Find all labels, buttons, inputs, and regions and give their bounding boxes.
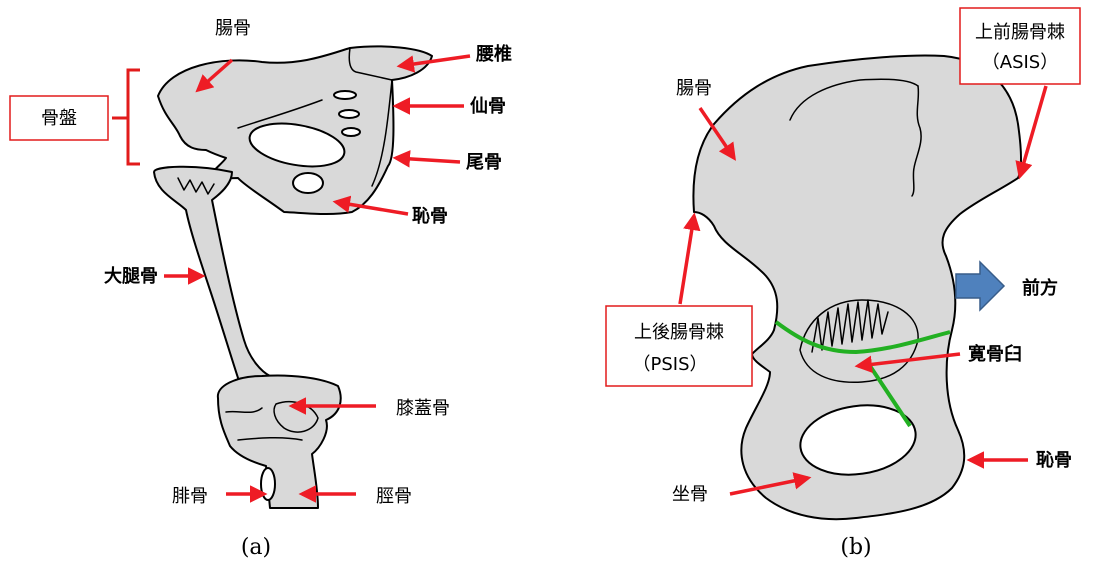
pelvis-bracket <box>112 70 140 164</box>
caption-b: (b) <box>840 535 871 560</box>
pubic-foramen-a <box>293 173 323 193</box>
label-tibia: 脛骨 <box>376 486 412 507</box>
label-ilium-b: 腸骨 <box>676 78 712 99</box>
anterior-direction-arrow <box>956 262 1004 310</box>
sacral-foramen-2 <box>339 110 359 118</box>
label-psis-line1: 上後腸骨棘 <box>634 322 724 343</box>
label-sacrum: 仙骨 <box>470 95 506 117</box>
label-asis-line2: （ASIS） <box>982 52 1058 73</box>
panel-a: 骨盤 腸骨 腰椎 仙骨 尾骨 恥骨 大腿骨 膝蓋骨 腓骨 脛骨 (a) <box>10 18 512 560</box>
label-ischium: 坐骨 <box>672 484 708 505</box>
label-psis-line2: （PSIS） <box>632 354 707 375</box>
label-anterior: 前方 <box>1022 277 1058 299</box>
label-pelvis: 骨盤 <box>41 108 77 129</box>
arrow-psis <box>680 216 694 304</box>
knee-bone <box>218 375 341 508</box>
label-pubis-a: 恥骨 <box>412 206 448 227</box>
label-pubis-b: 恥骨 <box>1036 450 1072 471</box>
caption-a: (a) <box>241 535 271 560</box>
label-lumbar: 腰椎 <box>475 43 512 65</box>
panel-b: 上前腸骨棘 （ASIS） 上後腸骨棘 （PSIS） 腸骨 前方 寛骨臼 坐骨 恥… <box>606 8 1080 560</box>
label-acetabulum: 寛骨臼 <box>968 343 1022 365</box>
label-femur: 大腿骨 <box>104 265 158 287</box>
sacral-foramen-1 <box>334 91 356 99</box>
sacral-foramen-3 <box>342 128 360 136</box>
label-fibula: 腓骨 <box>172 486 208 507</box>
label-patella: 膝蓋骨 <box>396 398 450 419</box>
arrow-coccyx <box>396 158 460 162</box>
label-asis-line1: 上前腸骨棘 <box>975 22 1065 43</box>
arrow-asis <box>1020 86 1046 176</box>
label-coccyx: 尾骨 <box>466 152 502 173</box>
label-ilium-a: 腸骨 <box>215 18 251 39</box>
